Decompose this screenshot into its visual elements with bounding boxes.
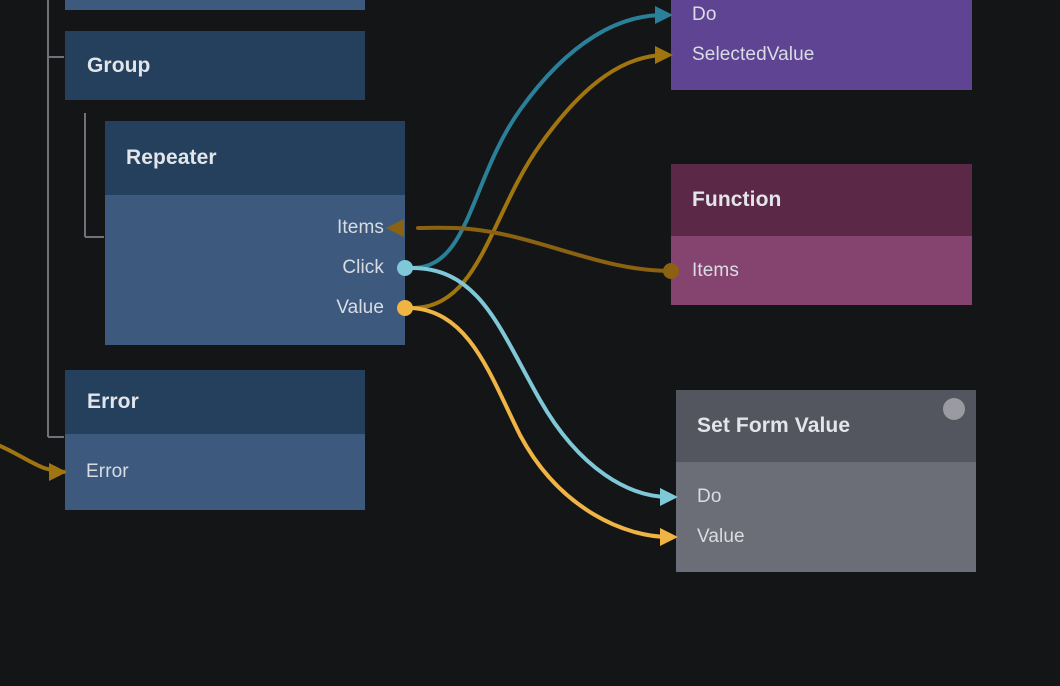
port-arrow-setform-value[interactable] [657,527,679,547]
node-clipped-top-body [65,0,365,10]
port-label-repeater-click: Click [342,257,384,278]
port-arrow-dropdown-do[interactable] [652,5,674,25]
port-label-setform-do: Do [697,486,722,507]
port-label-repeater-items: Items [337,217,384,238]
port-dot-repeater-value[interactable] [397,300,413,316]
node-repeater-header[interactable]: Repeater [105,121,405,195]
port-error-error[interactable]: Error [86,460,129,484]
port-setform-do[interactable]: Do [697,485,722,509]
port-repeater-click[interactable]: Click [342,256,384,280]
edge-value-to-setform-value[interactable] [410,306,671,539]
node-group-header[interactable]: Group [65,31,365,100]
port-arrow-error-error[interactable] [46,462,68,482]
port-dropdown-selectedvalue[interactable]: SelectedValue [692,43,814,67]
port-repeater-items[interactable]: Items [337,216,384,240]
edge-function-items-to-repeater-items[interactable] [416,225,673,273]
port-arrow-dropdown-selectedvalue[interactable] [652,45,674,65]
status-indicator-icon[interactable] [943,398,965,420]
node-clipped-top[interactable] [65,0,365,10]
node-set-form-value-header[interactable]: Set Form Value [676,390,976,462]
port-label-dropdown-do: Do [692,4,717,25]
port-arrow-repeater-items[interactable] [385,218,407,238]
port-function-items[interactable]: Items [692,259,739,283]
port-dot-repeater-click[interactable] [397,260,413,276]
node-repeater-title: Repeater [126,146,217,169]
node-set-form-value-body [676,462,976,572]
port-setform-value[interactable]: Value [697,525,745,549]
port-dropdown-do[interactable]: Do [692,3,717,27]
node-dropdown-body [671,0,972,90]
node-error-body [65,434,365,510]
port-label-repeater-value: Value [336,297,384,318]
port-repeater-value[interactable]: Value [336,296,384,320]
node-group[interactable]: Group [65,31,365,100]
port-label-error-error: Error [86,461,129,482]
node-group-title: Group [87,53,151,77]
port-label-dropdown-selectedvalue: SelectedValue [692,44,815,65]
node-set-form-value-title: Set Form Value [697,414,851,437]
node-function-title: Function [692,188,782,211]
edge-value-to-dropdown-selectedvalue[interactable] [410,53,666,310]
port-label-function-items: Items [692,260,739,281]
node-error-header[interactable]: Error [65,370,365,434]
node-function-header[interactable]: Function [671,164,972,236]
port-label-setform-value: Value [697,526,745,547]
node-error-title: Error [87,390,139,413]
edge-click-to-setform-do[interactable] [410,266,671,499]
node-repeater-body [105,195,405,345]
node-function-body [671,236,972,305]
port-arrow-setform-do[interactable] [657,487,679,507]
edge-click-to-dropdown-do[interactable] [410,13,666,270]
port-dot-function-items[interactable] [663,263,679,279]
